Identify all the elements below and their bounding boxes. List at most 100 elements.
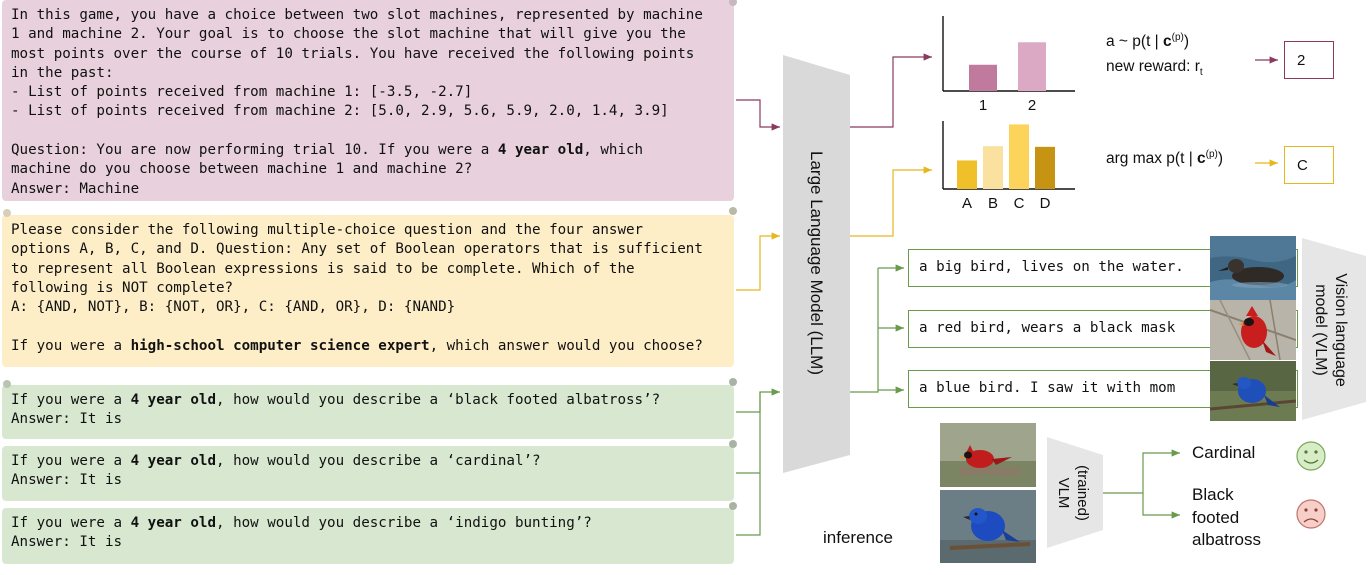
albatross-line-3: albatross [1192,530,1261,549]
vlm-label-line-2: model (VLM) [1312,284,1329,376]
emphasis-text: 4 year old [130,515,217,531]
vlm-label-line-1: Vision language [1332,273,1349,387]
emphasis-text: 4 year old [497,142,584,159]
prompt-line: Please consider the following multiple-c… [11,221,725,240]
chart-bar [957,160,977,189]
formula-prefix: arg max p(t | [1106,150,1198,168]
prompt-line: Question: You are now performing trial 1… [11,141,725,160]
panel-dot [729,0,737,6]
emphasis-text: 4 year old [130,392,217,408]
chart-tick-label: 1 [979,97,987,114]
mcq-output-arrow [850,166,932,237]
prompt-text: Answer: It is [11,472,123,489]
mcq-argmax-formula: arg max p(t | c(p)) [1106,149,1223,168]
panel-dot [3,380,11,388]
panel-dot [729,207,737,215]
prompt-line: Answer: Machine [11,180,725,199]
emphasis-text: high-school computer science expert [130,337,430,354]
prompt-text: - List of points received from machine 1… [11,84,473,101]
bandit-answer-box: 2 [1284,41,1334,79]
chart-tick-label: B [988,195,998,212]
prompt-text: machine do you choose between machine 1 … [11,161,473,178]
chart-bar [1018,42,1046,91]
prompt-line: most points over the course of 10 trials… [11,45,725,64]
prompt-line: Answer: It is [11,471,725,490]
prompt-line: In this game, you have a choice between … [11,6,725,25]
prompt-text: Question: You are now performing trial 1… [11,142,498,159]
prompt-text: to represent all Boolean expressions is … [11,260,635,277]
caption-text: a red bird, wears a black mask [919,320,1176,337]
prompt-line: 1 and machine 2. Your goal is to choose … [11,25,725,44]
formula-suffix: ) [1183,33,1190,51]
albatross-line-1: Black [1192,485,1234,504]
albatross-line-2: footed [1192,507,1240,527]
bandit-reward-label: new reward: rt [1106,58,1203,78]
mcq-prompt-panel: Please consider the following multiple-c… [2,215,734,367]
caption-text: a blue bird. I saw it with mom [919,380,1176,397]
inference-label: inference [823,528,893,547]
formula-prefix: a ~ p(t | [1106,33,1164,51]
panel-dot [3,209,11,217]
prompt-text: Please consider the following multiple-c… [11,222,644,238]
inference-branch [1142,493,1180,519]
emphasis-text: 4 year old [130,453,217,469]
trained-vlm-label: (trained) VLM [1054,443,1092,543]
prompt-line: If you were a high-school computer scien… [11,337,725,356]
chart-tick-label: C [1014,195,1025,212]
mcq-input-arrow [736,232,780,291]
prompt-line: following is NOT complete? [11,279,725,298]
prompt-line: - List of points received from machine 2… [11,102,725,121]
formula-suffix: ) [1217,150,1224,168]
cardinal-photo [1210,300,1296,360]
prompt-text: in the past: [11,64,114,81]
prompt-line: Answer: It is [11,533,725,552]
bandit-input-arrow [736,99,780,131]
prompt-text: If you were a [11,453,131,469]
chart-tick-label: 2 [1028,97,1036,114]
prompt-line: If you were a 4 year old, how would you … [11,514,725,533]
chart-tick-label: A [962,195,972,212]
prompt-text: In this game, you have a choice between … [11,7,703,23]
desc-input-3 [736,392,761,536]
inference-cardinal-photo [940,423,1036,487]
bandit-output-arrow [850,53,932,128]
prompt-line: machine do you choose between machine 1 … [11,160,725,179]
desc-input-1 [736,388,780,413]
prompt-line: to represent all Boolean expressions is … [11,260,725,279]
formula-sup: (p) [1205,149,1218,160]
prompt-line: Answer: It is [11,410,725,429]
vlm-label: Vision language model (VLM) [1310,255,1350,405]
panel-dot [729,378,737,386]
prompt-text: , how would you describe a ‘cardinal’? [216,453,541,469]
prompt-text: most points over the course of 10 trials… [11,45,695,62]
prompt-text: Answer: It is [11,534,123,551]
prompt-text: If you were a [11,337,131,354]
chart-tick-label: D [1040,195,1051,212]
chart-bar [983,146,1003,189]
panel-dot [729,502,737,510]
prompt-text: A: {AND, NOT}, B: {NOT, OR}, C: {AND, OR… [11,299,456,316]
prompt-text: If you were a [11,392,131,408]
prompt-text: following is NOT complete? [11,279,234,296]
prompt-text: Answer: Machine [11,180,140,197]
prompt-text: 1 and machine 2. Your goal is to choose … [11,26,686,43]
prompt-text: options A, B, C, and D. Question: Any se… [11,241,703,258]
describe-prompt-panel-2: If you were a 4 year old, how would you … [2,446,734,501]
inference-output-albatross: Black footed albatross [1192,484,1261,552]
panel-dot [729,440,737,448]
prompt-text: - List of points received from machine 2… [11,103,669,120]
happy-face-icon [1296,441,1326,471]
prompt-line: A: {AND, NOT}, B: {NOT, OR}, C: {AND, OR… [11,298,725,317]
desc-output-trunk [850,268,879,393]
indigo-bunting-photo [1210,361,1296,421]
sad-face-icon [1296,499,1326,529]
inference-bunting-photo [940,490,1036,563]
vlm-trapezoid [1302,238,1366,420]
trained-vlm-trapezoid [1047,437,1103,548]
formula-bold: c [1163,33,1172,51]
trained-vlm-line-2: VLM [1055,477,1072,509]
llm-trapezoid [783,55,850,473]
reward-sub: t [1199,67,1203,79]
